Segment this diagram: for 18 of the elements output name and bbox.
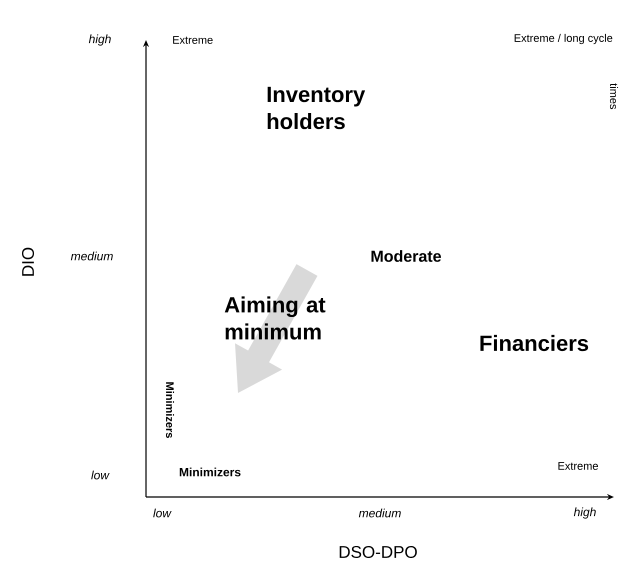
quadrant-label: times [610, 83, 618, 110]
quadrant-label: Financiers [480, 334, 588, 352]
quadrant-label: Minimizers [166, 382, 174, 438]
axis-level-label: high [88, 34, 111, 46]
axis-level-label: low [91, 470, 110, 480]
quadrant-label: Moderate [372, 250, 441, 262]
quadrant-label: Aiming at minimum [224, 296, 326, 340]
quadrant-label: Inventory holders [268, 86, 366, 130]
axis-title: DIO [22, 248, 34, 276]
quadrant-label: Extreme [558, 462, 598, 470]
quadrant-label: Extreme / long cycle [514, 34, 612, 44]
quadrant-label: Minimizers [180, 468, 241, 476]
axis-title: DSO-DPO [340, 546, 417, 558]
axis-level-label: low [153, 508, 172, 518]
axis-level-label: high [574, 507, 596, 519]
axis-level-label: medium [70, 252, 113, 260]
axis-level-label: medium [358, 508, 401, 518]
quadrant-label: Extreme [173, 36, 213, 44]
